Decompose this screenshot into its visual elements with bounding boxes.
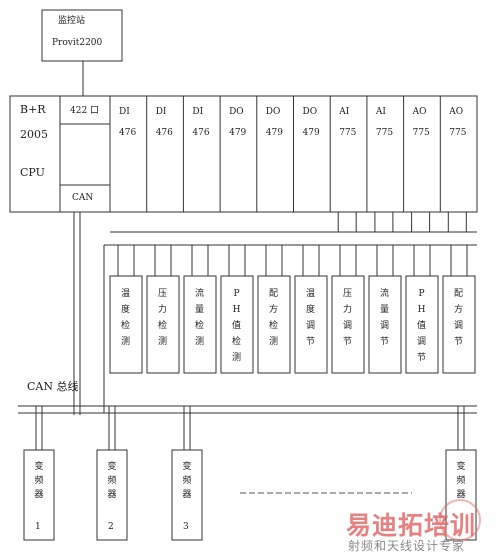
field-device-label: 温度检测 <box>120 289 130 347</box>
field-device-label: PH值调节 <box>416 289 426 363</box>
io-module-number: 476 <box>155 128 173 138</box>
field-device-label: 温度调节 <box>305 289 315 347</box>
field-device-label: 压力检测 <box>157 289 167 347</box>
port-can-label: CAN <box>72 193 94 203</box>
field-device-box <box>220 275 254 374</box>
io-module-number: 479 <box>302 128 320 138</box>
inverter-number: 3 <box>183 522 189 532</box>
field-device-box <box>331 275 365 374</box>
field-device-label: 配方检测 <box>268 289 278 347</box>
field-device-box <box>442 275 476 374</box>
monitor-box <box>41 9 123 62</box>
field-device-label: 流量调节 <box>379 289 389 347</box>
can-bus-label: CAN 总线 <box>27 380 79 393</box>
watermark-logo-icon <box>439 499 481 541</box>
port-422-label: 422 口 <box>70 106 100 116</box>
inverter-box <box>171 449 203 541</box>
field-device-box <box>405 275 439 374</box>
inverter-number: 1 <box>35 522 41 532</box>
io-module-kind: AI <box>339 107 350 117</box>
inverter-label: 变频器 <box>456 462 466 500</box>
io-module-number: 479 <box>229 128 247 138</box>
field-device-label: 压力调节 <box>342 289 352 347</box>
monitor-title: 监控站 <box>58 16 86 26</box>
io-module-kind: DO <box>302 107 318 117</box>
inverter-label: 变频器 <box>107 462 117 500</box>
field-device-box <box>368 275 402 374</box>
io-module-number: 775 <box>449 128 467 138</box>
cpu-brand: B+R <box>20 103 46 116</box>
field-device-label: 流量检测 <box>194 289 204 347</box>
io-module-number: 476 <box>192 128 210 138</box>
io-module-kind: DI <box>192 107 204 117</box>
io-module-kind: DO <box>229 107 244 117</box>
inverter-label: 变频器 <box>182 462 192 500</box>
cpu-model: 2005 <box>20 128 48 141</box>
rack-frame <box>9 95 478 213</box>
io-module-kind: DI <box>119 107 130 117</box>
io-module-kind: DO <box>265 107 281 117</box>
io-module-number: 476 <box>119 128 137 138</box>
io-module-kind: AO <box>449 107 464 117</box>
field-device-box <box>257 275 291 374</box>
inverter-label: 变频器 <box>34 462 44 500</box>
inverter-box <box>23 449 55 541</box>
io-module-number: 775 <box>375 128 394 138</box>
io-module-number: 479 <box>265 128 283 138</box>
io-module-kind: DI <box>155 107 167 117</box>
monitor-model: Provit2200 <box>52 38 103 48</box>
io-module-number: 775 <box>339 128 357 138</box>
field-device-label: PH值检测 <box>231 289 241 363</box>
inverter-number: 2 <box>108 522 114 532</box>
field-device-box <box>109 275 143 374</box>
io-module-number: 775 <box>412 128 430 138</box>
field-device-box <box>183 275 217 374</box>
inverter-box <box>96 449 128 541</box>
field-device-box <box>294 275 328 374</box>
watermark-sub: 射频和天线设计专家 <box>348 539 466 553</box>
cpu-type: CPU <box>20 166 45 179</box>
field-device-box <box>146 275 180 374</box>
io-module-kind: AO <box>412 107 427 117</box>
field-device-label: 配方调节 <box>453 289 463 347</box>
io-module-kind: AI <box>375 107 386 117</box>
watermark-main: 易迪拓培训 <box>346 511 477 540</box>
